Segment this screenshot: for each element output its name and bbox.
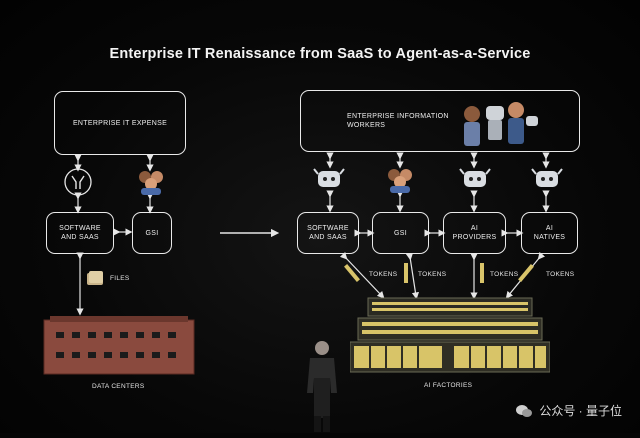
tokens-label-1: TOKENS <box>369 271 398 278</box>
watermark-text: 公众号 · 量子位 <box>539 404 622 418</box>
ai-factories-label: AI FACTORIES <box>424 382 473 389</box>
people-group-icon-right <box>384 164 416 199</box>
ai-factory-servers <box>349 296 551 379</box>
wechat-icon <box>516 404 533 417</box>
data-center-building <box>40 312 200 383</box>
software-saas-box-left: SOFTWARE AND SAAS <box>46 212 114 254</box>
ai-providers-box: AI PROVIDERS <box>443 212 506 254</box>
presenter-figure <box>302 338 342 438</box>
slide-title: Enterprise IT Renaissance from SaaS to A… <box>109 46 531 62</box>
data-centers-label: DATA CENTERS <box>92 383 145 390</box>
tools-icon <box>63 167 93 202</box>
workers-with-robots-icon <box>460 98 540 155</box>
enterprise-it-expense-label: ENTERPRISE IT EXPENSE <box>72 119 168 127</box>
tokens-label-2: TOKENS <box>418 271 447 278</box>
files-label: FILES <box>110 275 130 282</box>
tokens-label-3: TOKENS <box>490 271 519 278</box>
robot-icon-3 <box>530 165 566 198</box>
robot-icon-2 <box>458 165 494 198</box>
gsi-box-left: GSI <box>132 212 172 254</box>
tokens-label-4: TOKENS <box>546 271 575 278</box>
files-icon <box>86 270 106 291</box>
software-saas-box-right: SOFTWARE AND SAAS <box>297 212 359 254</box>
watermark: 公众号 · 量子位 <box>515 402 622 419</box>
enterprise-it-expense-box: ENTERPRISE IT EXPENSE <box>54 91 186 155</box>
gsi-box-right: GSI <box>372 212 429 254</box>
robot-icon-1 <box>312 165 348 198</box>
enterprise-information-workers-box: ENTERPRISE INFORMATION WORKERS <box>300 90 580 152</box>
people-group-icon <box>135 166 167 201</box>
ai-natives-box: AI NATIVES <box>521 212 578 254</box>
